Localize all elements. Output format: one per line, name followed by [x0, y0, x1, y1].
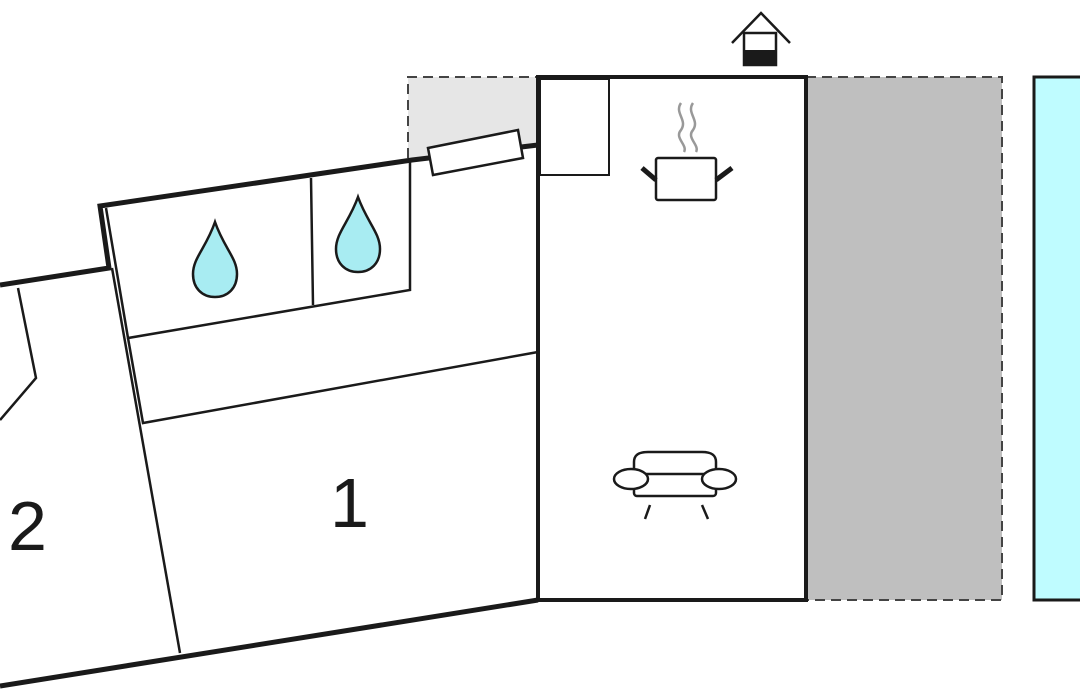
water-drop-icon [334, 193, 382, 274]
room-label-1: 1 [330, 464, 369, 542]
kitchen-corner-cabinet [539, 78, 610, 176]
corridor-wall [126, 337, 539, 425]
wall-window [426, 128, 525, 177]
pool [1032, 75, 1080, 602]
bedroom-1-west-wall [110, 267, 182, 654]
terrace-small-outline [407, 76, 538, 158]
living-kitchen-room [536, 75, 808, 602]
water-drop-icon [191, 218, 239, 299]
bathroom-walls [104, 162, 412, 340]
cooking-pot-icon [640, 102, 734, 202]
terrace-large [805, 76, 1003, 601]
room-2-wall [0, 287, 38, 421]
left-wing-bottom-wall [0, 597, 539, 689]
house-entrance-icon [731, 11, 791, 67]
room-label-2: 2 [8, 487, 47, 565]
armchair-icon [612, 450, 738, 520]
